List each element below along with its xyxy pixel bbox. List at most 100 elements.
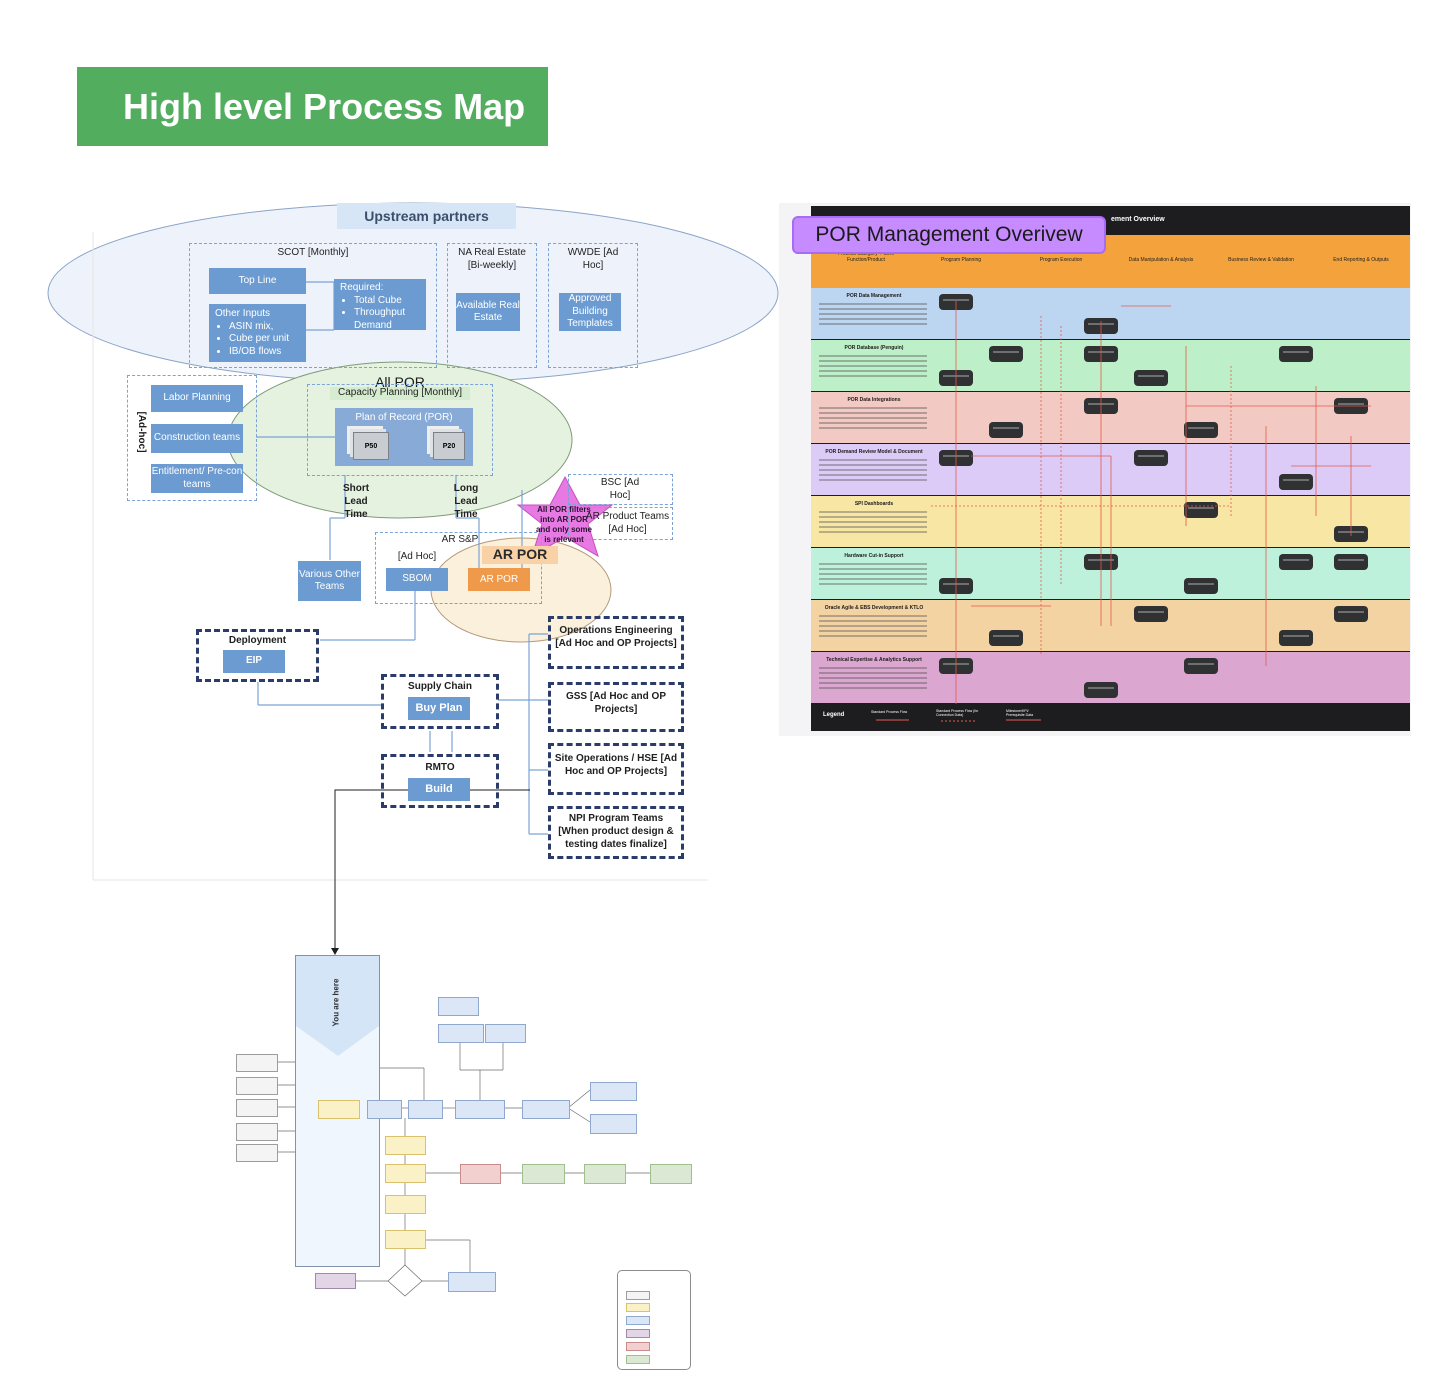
page-title: High level Process Map	[123, 85, 526, 127]
required-box: Required: Total Cube Throughput Demand	[334, 279, 426, 332]
deployment-group	[196, 629, 319, 682]
build-label: Build	[425, 782, 453, 795]
swimlane-description-line	[819, 459, 927, 461]
p50-label: P50	[364, 442, 378, 450]
build-box: Build	[408, 778, 470, 801]
other-inputs-title: Other Inputs	[215, 308, 271, 319]
flow-node	[590, 1114, 637, 1134]
legend-item: Milestone/KPI/ Prerequisite Data	[1006, 709, 1034, 717]
swimlane-description-line	[819, 365, 927, 367]
swimlane-title: POR Data Integrations	[847, 397, 901, 403]
ar-snop-group	[375, 532, 542, 604]
flow-node	[438, 997, 479, 1016]
column-header: Program Planning	[940, 257, 982, 263]
flow-node	[315, 1273, 356, 1289]
swimlane-description-line	[819, 568, 927, 570]
swimlane: Oracle Agile & EBS Development & KTLO	[811, 600, 1410, 651]
ops-engineering-box	[548, 616, 684, 669]
short-lead-time-label: Short Lead Time	[342, 483, 370, 520]
swimlane-description-line	[819, 375, 927, 377]
gss-label: GSS [Ad Hoc and OP Projects]	[565, 691, 666, 715]
swimlane-description-line	[819, 563, 927, 565]
wwde-label: WWDE [Ad Hoc]	[567, 247, 619, 271]
swimlane-description-line	[819, 355, 927, 357]
legend-item: Standard Process Flow (for Connection Da…	[936, 709, 979, 717]
required-item: Total Cube	[354, 295, 420, 308]
swimlane: POR Database (Penguin)	[811, 340, 1410, 391]
process-node	[1134, 606, 1168, 622]
flow-node	[367, 1100, 402, 1119]
bsc-label: BSC [Ad Hoc]	[600, 477, 640, 501]
swimlane-description-line	[819, 474, 927, 476]
swimlane-description-line	[819, 412, 927, 414]
flow-node	[438, 1024, 484, 1043]
swimlane-description-line	[819, 313, 927, 315]
flow-node	[448, 1272, 496, 1292]
flow-node	[590, 1082, 637, 1101]
bsc-box	[568, 474, 673, 505]
you-are-here-arrow	[296, 956, 379, 1026]
construction-teams-label: Construction teams	[153, 432, 241, 444]
legend-item: Standard Process Flow	[871, 710, 908, 714]
available-real-estate-label: Available Real Estate	[456, 299, 520, 324]
various-other-teams-box: Various Other Teams	[298, 561, 361, 601]
column-header: Data Manipulation & Analysis	[1128, 257, 1194, 263]
flow-node	[460, 1164, 501, 1184]
legend-swatch	[626, 1291, 650, 1300]
star-note: All POR filters into AR POR and only som…	[535, 505, 592, 544]
all-por-label: All POR	[375, 374, 425, 390]
swimlane-description-line	[819, 630, 927, 632]
flow-node	[408, 1100, 443, 1119]
swimlane-description-line	[819, 682, 927, 684]
swimlane-description-line	[819, 323, 927, 325]
legend-swatch	[626, 1355, 650, 1364]
flow-node	[522, 1164, 565, 1184]
process-node	[1184, 658, 1218, 674]
swimlane: POR Demand Review Model & Document	[811, 444, 1410, 495]
flow-node	[318, 1100, 360, 1119]
p20-label: P20	[442, 442, 456, 450]
other-inputs-box: Other Inputs ASIN mix, Cube per unit IB/…	[209, 304, 306, 362]
swimlane-description-line	[819, 469, 927, 471]
swimlane-title: Hardware Cut-in Support	[844, 553, 904, 559]
swimlane-description-line	[819, 479, 927, 481]
site-ops-label: Site Operations / HSE [Ad Hoc and OP Pro…	[554, 753, 678, 777]
adhoc-group	[127, 375, 257, 501]
entitlement-label: Entitlement/ Pre-con teams	[151, 466, 243, 490]
flow-node	[522, 1100, 570, 1119]
supply-chain-label: Supply Chain	[408, 681, 472, 692]
swimlane-description-line	[819, 318, 927, 320]
scot-label: SCOT [Monthly]	[277, 247, 349, 258]
other-input-item: Cube per unit	[229, 333, 300, 346]
na-real-estate-group	[447, 243, 537, 368]
flow-node	[584, 1164, 626, 1184]
process-node	[1134, 450, 1168, 466]
rmto-group	[381, 754, 499, 808]
legend-swatch	[626, 1303, 650, 1312]
swimlane-description-line	[819, 573, 927, 575]
you-are-here-label: You are here	[331, 978, 341, 1027]
swimlane-title: POR Data Management	[846, 293, 902, 299]
sbom-label: SBOM	[402, 573, 432, 585]
plan-of-record-label: Plan of Record (POR)	[355, 412, 453, 423]
swimlane-description-line	[819, 521, 927, 523]
flow-node	[385, 1164, 426, 1183]
swimlane-description-line	[819, 667, 927, 669]
upstream-partners-label: Upstream partners	[364, 208, 489, 224]
plan-of-record-box: Plan of Record (POR) P50 P20	[335, 408, 473, 466]
column-header: End Reporting & Outputs	[1333, 257, 1389, 263]
swimlane-description-line	[819, 672, 927, 674]
swimlane-description-line	[819, 516, 927, 518]
process-node	[1279, 630, 1313, 646]
swimlane-title: POR Database (Penguin)	[844, 345, 904, 351]
required-item: Throughput Demand	[354, 307, 420, 332]
flow-node	[236, 1144, 278, 1162]
process-node	[1184, 422, 1218, 438]
swimlane: POR Data Integrations	[811, 392, 1410, 443]
process-node	[1134, 370, 1168, 386]
process-node	[989, 422, 1023, 438]
swimlane-title: Oracle Agile & EBS Development & KTLO	[824, 605, 924, 611]
column-header: Business Review & Validation	[1228, 257, 1294, 263]
flow-node	[385, 1195, 426, 1214]
flow-node	[236, 1123, 278, 1141]
